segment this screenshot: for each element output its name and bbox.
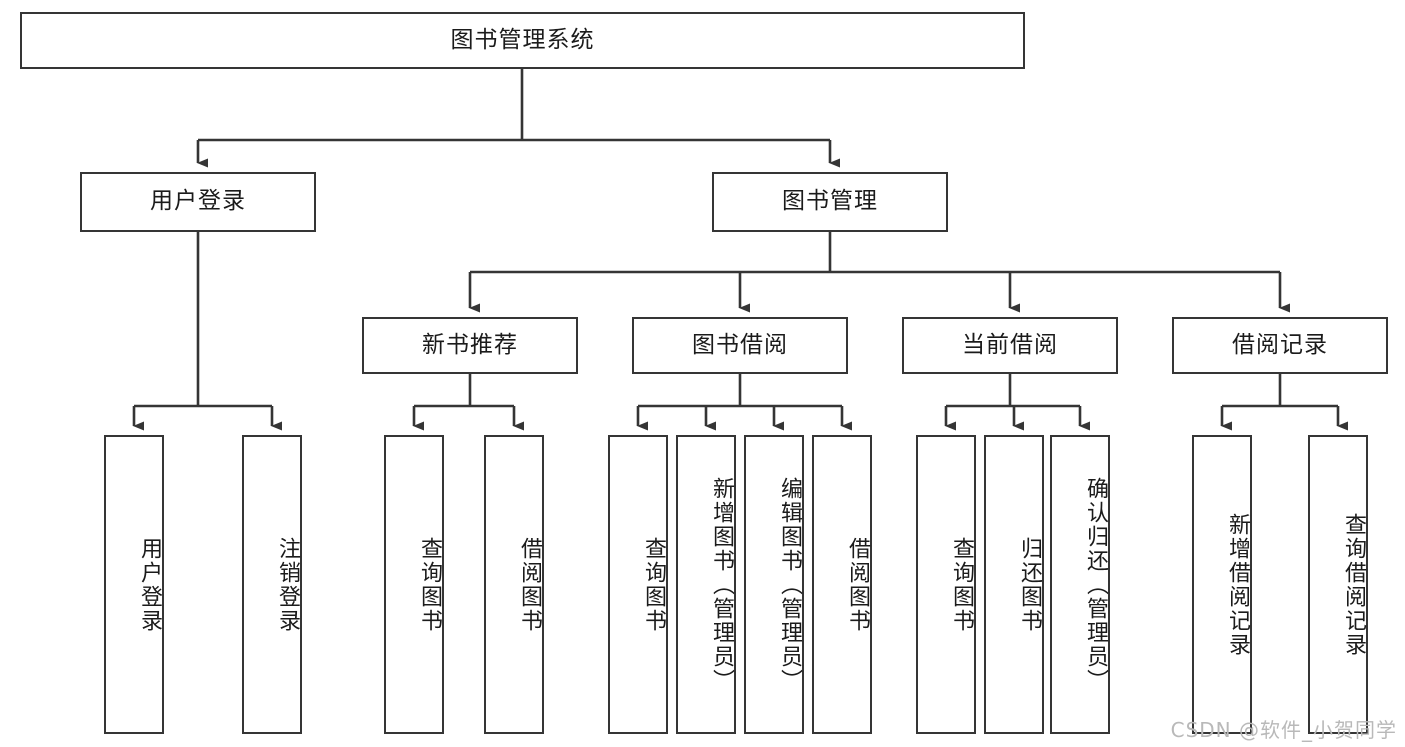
node-book-borrow[interactable]: 图书借阅 (632, 317, 848, 374)
node-label: 借阅图书 (517, 536, 542, 633)
node-label: 图书管理系统 (450, 26, 595, 53)
node-book-management[interactable]: 图书管理 (712, 172, 948, 232)
leaf-return-book[interactable]: 归还图书 (984, 435, 1044, 734)
node-label: 归还图书 (1017, 536, 1042, 633)
node-label: 新增借阅记录 (1225, 512, 1250, 657)
node-label: 图书借阅 (692, 331, 788, 358)
leaf-add-book-admin[interactable]: 新增图书（管理员） (676, 435, 736, 734)
node-borrow-record[interactable]: 借阅记录 (1172, 317, 1388, 374)
leaf-query-book-borrow[interactable]: 查询图书 (608, 435, 668, 734)
node-root-system[interactable]: 图书管理系统 (20, 12, 1025, 69)
node-label: 借阅图书 (845, 536, 870, 633)
node-user-login[interactable]: 用户登录 (80, 172, 316, 232)
leaf-borrow-book[interactable]: 借阅图书 (812, 435, 872, 734)
node-new-book-recommend[interactable]: 新书推荐 (362, 317, 578, 374)
node-label: 编辑图书（管理员） (777, 476, 802, 693)
leaf-confirm-return-admin[interactable]: 确认归还（管理员） (1050, 435, 1110, 734)
node-label: 用户登录 (150, 188, 246, 215)
node-label: 注销登录 (275, 536, 300, 633)
leaf-edit-book-admin[interactable]: 编辑图书（管理员） (744, 435, 804, 734)
leaf-query-book-recommend[interactable]: 查询图书 (384, 435, 444, 734)
node-label: 查询图书 (949, 536, 974, 633)
node-label: 当前借阅 (962, 331, 1058, 358)
leaf-user-login[interactable]: 用户登录 (104, 435, 164, 734)
leaf-borrow-book-recommend[interactable]: 借阅图书 (484, 435, 544, 734)
node-label: 查询图书 (641, 536, 666, 633)
node-label: 查询借阅记录 (1341, 512, 1366, 657)
leaf-query-book-current[interactable]: 查询图书 (916, 435, 976, 734)
leaf-query-borrow-record[interactable]: 查询借阅记录 (1308, 435, 1368, 734)
node-current-borrow[interactable]: 当前借阅 (902, 317, 1118, 374)
leaf-add-borrow-record[interactable]: 新增借阅记录 (1192, 435, 1252, 734)
node-label: 查询图书 (417, 536, 442, 633)
node-label: 借阅记录 (1232, 331, 1328, 358)
node-label: 新增图书（管理员） (709, 476, 734, 693)
leaf-logout-login[interactable]: 注销登录 (242, 435, 302, 734)
node-label: 新书推荐 (422, 331, 518, 358)
node-label: 确认归还（管理员） (1083, 476, 1108, 693)
watermark: CSDN @软件_小贺同学 (1170, 718, 1397, 742)
node-label: 用户登录 (137, 536, 162, 633)
node-label: 图书管理 (782, 188, 878, 215)
